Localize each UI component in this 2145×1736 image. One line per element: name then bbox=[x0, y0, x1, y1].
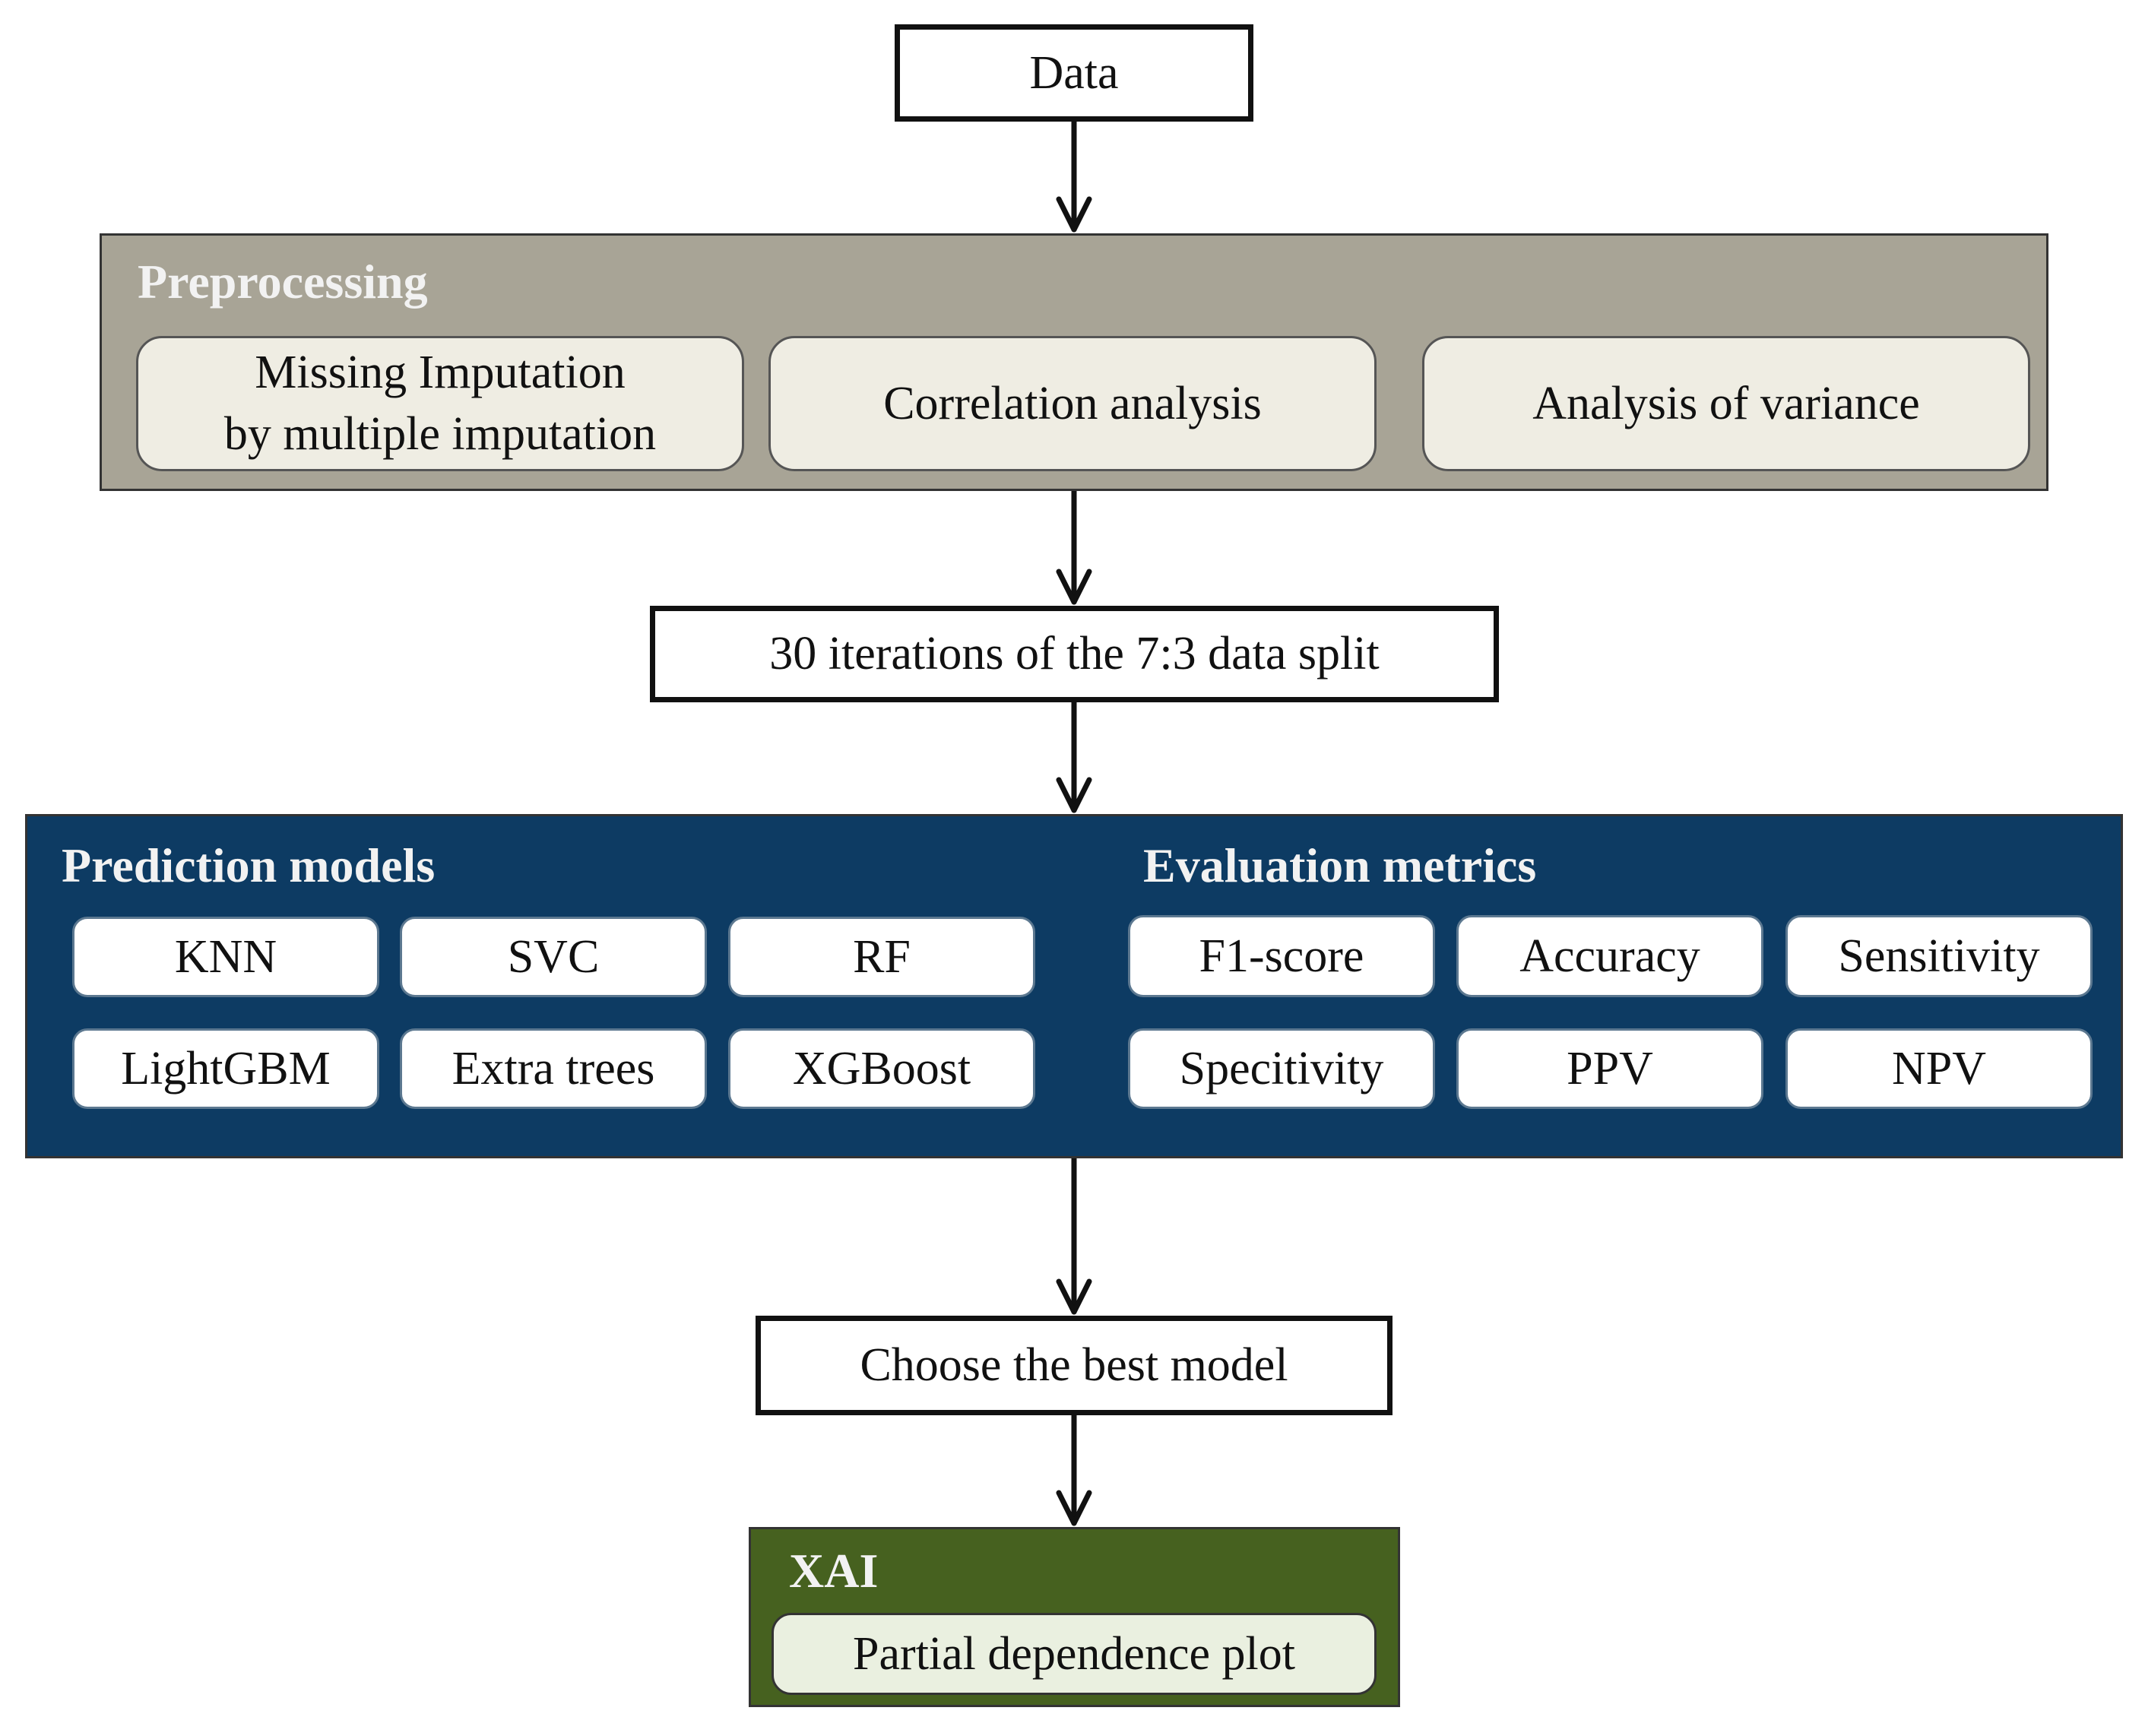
preprocessing-group: Preprocessing Missing Imputation by mult… bbox=[100, 233, 2048, 491]
metric-label: F1-score bbox=[1199, 930, 1364, 982]
xai-item-partial-dependence-plot: Partial dependence plot bbox=[772, 1613, 1377, 1695]
arrowhead-split-to-modeling bbox=[1056, 777, 1092, 813]
data-split-label: 30 iterations of the 7:3 data split bbox=[769, 628, 1380, 680]
data-split-box: 30 iterations of the 7:3 data split bbox=[650, 606, 1499, 702]
preprocessing-item-line: Correlation analysis bbox=[883, 377, 1262, 429]
metric-label: Sensitivity bbox=[1838, 930, 2040, 982]
metric-label: Specitivity bbox=[1179, 1042, 1384, 1095]
xai-title: XAI bbox=[789, 1544, 879, 1598]
xai-group: XAI Partial dependence plot bbox=[749, 1527, 1400, 1707]
xai-item-label: Partial dependence plot bbox=[853, 1627, 1295, 1680]
metric-specitivity: Specitivity bbox=[1128, 1028, 1435, 1109]
arrowhead-best-to-xai bbox=[1056, 1490, 1092, 1526]
data-box-label: Data bbox=[1029, 46, 1119, 99]
model-svc: SVC bbox=[400, 917, 707, 997]
model-label: LightGBM bbox=[121, 1042, 331, 1095]
model-label: Extra trees bbox=[451, 1042, 655, 1095]
model-label: SVC bbox=[507, 930, 600, 983]
metric-label: Accuracy bbox=[1519, 930, 1700, 982]
arrowhead-modeling-to-best bbox=[1056, 1278, 1092, 1315]
metric-npv: NPV bbox=[1785, 1028, 2093, 1109]
metric-sensitivity: Sensitivity bbox=[1785, 915, 2093, 997]
preprocessing-item-line: by multiple imputation bbox=[223, 408, 657, 460]
metric-f1-score: F1-score bbox=[1128, 915, 1435, 997]
preprocessing-item-line: Missing Imputation bbox=[255, 347, 626, 399]
model-extra-trees: Extra trees bbox=[400, 1028, 707, 1109]
choose-best-model-label: Choose the best model bbox=[860, 1339, 1288, 1391]
arrowhead-preprocessing-to-split bbox=[1056, 569, 1092, 605]
preprocessing-item-line: Analysis of variance bbox=[1532, 377, 1920, 429]
arrowhead-data-to-preprocessing bbox=[1056, 196, 1092, 233]
model-label: XGBoost bbox=[792, 1042, 971, 1095]
preprocessing-title: Preprocessing bbox=[138, 255, 428, 309]
choose-best-model-box: Choose the best model bbox=[756, 1316, 1393, 1415]
preprocessing-item-correlation-analysis: Correlation analysis bbox=[768, 336, 1377, 471]
evaluation-metrics-title: Evaluation metrics bbox=[1143, 838, 1537, 892]
prediction-models-title: Prediction models bbox=[62, 838, 436, 892]
modeling-group: Prediction models Evaluation metrics KNN… bbox=[25, 814, 2123, 1158]
model-lightgbm: LightGBM bbox=[72, 1028, 379, 1109]
model-rf: RF bbox=[728, 917, 1035, 997]
metric-ppv: PPV bbox=[1456, 1028, 1763, 1109]
metric-label: PPV bbox=[1567, 1042, 1653, 1095]
preprocessing-item-missing-imputation: Missing Imputation by multiple imputatio… bbox=[136, 336, 744, 471]
metric-label: NPV bbox=[1891, 1042, 1987, 1095]
metric-accuracy: Accuracy bbox=[1456, 915, 1763, 997]
model-xgboost: XGBoost bbox=[728, 1028, 1035, 1109]
preprocessing-item-analysis-of-variance: Analysis of variance bbox=[1422, 336, 2030, 471]
data-box: Data bbox=[895, 24, 1253, 122]
model-label: RF bbox=[853, 930, 911, 983]
model-knn: KNN bbox=[72, 917, 379, 997]
model-label: KNN bbox=[174, 930, 277, 983]
